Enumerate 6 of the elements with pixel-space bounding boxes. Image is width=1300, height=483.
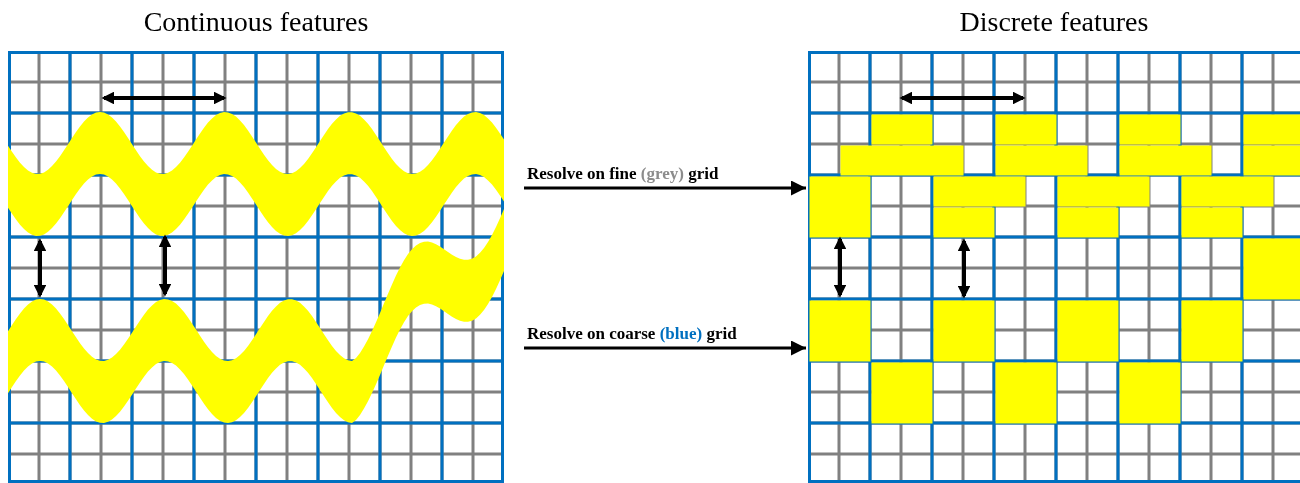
edge-label: Resolve on fine (grey) grid [527,164,719,184]
panel-title: Discrete features [958,6,1150,38]
edge-label: Resolve on coarse (blue) grid [527,324,737,344]
arrow [524,180,806,196]
arrow [524,340,806,356]
panel-title: Continuous features [142,6,370,38]
